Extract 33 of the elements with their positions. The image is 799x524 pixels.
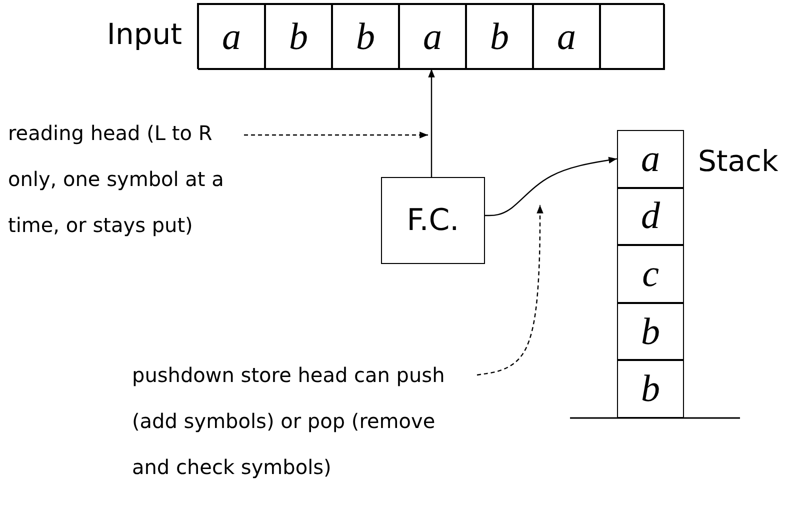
arrow bbox=[428, 69, 435, 177]
symbol-text: b bbox=[490, 18, 509, 56]
symbol-text: c bbox=[642, 254, 659, 293]
heading: Input bbox=[106, 17, 182, 51]
symbol-text: a bbox=[222, 18, 241, 56]
symbol-text: a bbox=[641, 140, 660, 178]
arrow bbox=[485, 156, 618, 216]
box-label: F.C. bbox=[406, 203, 460, 238]
tape-cell bbox=[198, 4, 265, 70]
symbol-text: b bbox=[356, 18, 375, 56]
stack-cell bbox=[617, 302, 684, 360]
stack-cell bbox=[617, 188, 684, 246]
tape-cell bbox=[399, 4, 466, 70]
symbol-text: b bbox=[641, 312, 660, 351]
symbol-text: a bbox=[557, 18, 576, 56]
symbol-text: b bbox=[641, 370, 660, 408]
tape-cell bbox=[332, 4, 399, 70]
stack-cell bbox=[617, 130, 684, 188]
symbol-text: d bbox=[641, 197, 660, 236]
tape-cell bbox=[533, 4, 600, 70]
symbol-text: a bbox=[423, 18, 442, 56]
tape-cell bbox=[265, 4, 332, 70]
dashed-arrow bbox=[476, 205, 544, 376]
dashed-arrow bbox=[244, 132, 428, 138]
stack-cell bbox=[617, 360, 684, 418]
stack-cell bbox=[617, 245, 684, 303]
tape-cell bbox=[600, 4, 665, 70]
annotation-text: reading head (L to R only, one symbol at a time, or stays put) bbox=[8, 120, 225, 239]
annotation-text: pushdown store head can push (add symbols) or pop (remove and check symbols) bbox=[132, 362, 446, 481]
heading: Stack bbox=[698, 144, 778, 178]
tape-cell bbox=[466, 4, 533, 70]
control-box bbox=[381, 177, 485, 264]
symbol-text: b bbox=[289, 18, 308, 56]
